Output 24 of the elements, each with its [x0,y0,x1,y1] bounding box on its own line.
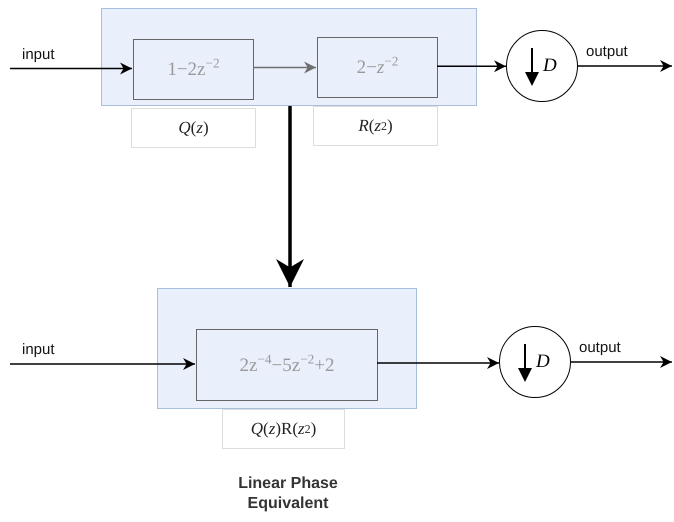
arrow [437,60,506,72]
arrow [10,358,195,370]
transfer-function: 2z$^{−4}$−5z$^{−2}$+2 [239,356,335,374]
arrow [276,106,304,287]
filter-block [317,37,438,98]
filter-group-panel [101,8,477,106]
filter-block [133,39,254,100]
filter-block [196,329,378,401]
formula-label: Q(z) [131,108,256,148]
edge-label: input [22,342,55,357]
arrow [10,62,132,74]
edge-label: output [579,340,621,355]
factor-label: D [536,352,550,371]
edge-label: output [586,44,628,59]
filter-group-panel [157,288,417,409]
transfer-function: 2−z$^{−2}$ [356,58,398,77]
arrow [571,356,672,368]
arrow [253,62,316,74]
caption: Linear Phase Equivalent [237,474,339,514]
arrow [578,60,672,72]
factor-label: D [543,56,557,75]
edge-label: input [22,46,55,62]
transfer-function: 1−2z$^{−2}$ [167,60,220,79]
arrow [377,357,499,369]
